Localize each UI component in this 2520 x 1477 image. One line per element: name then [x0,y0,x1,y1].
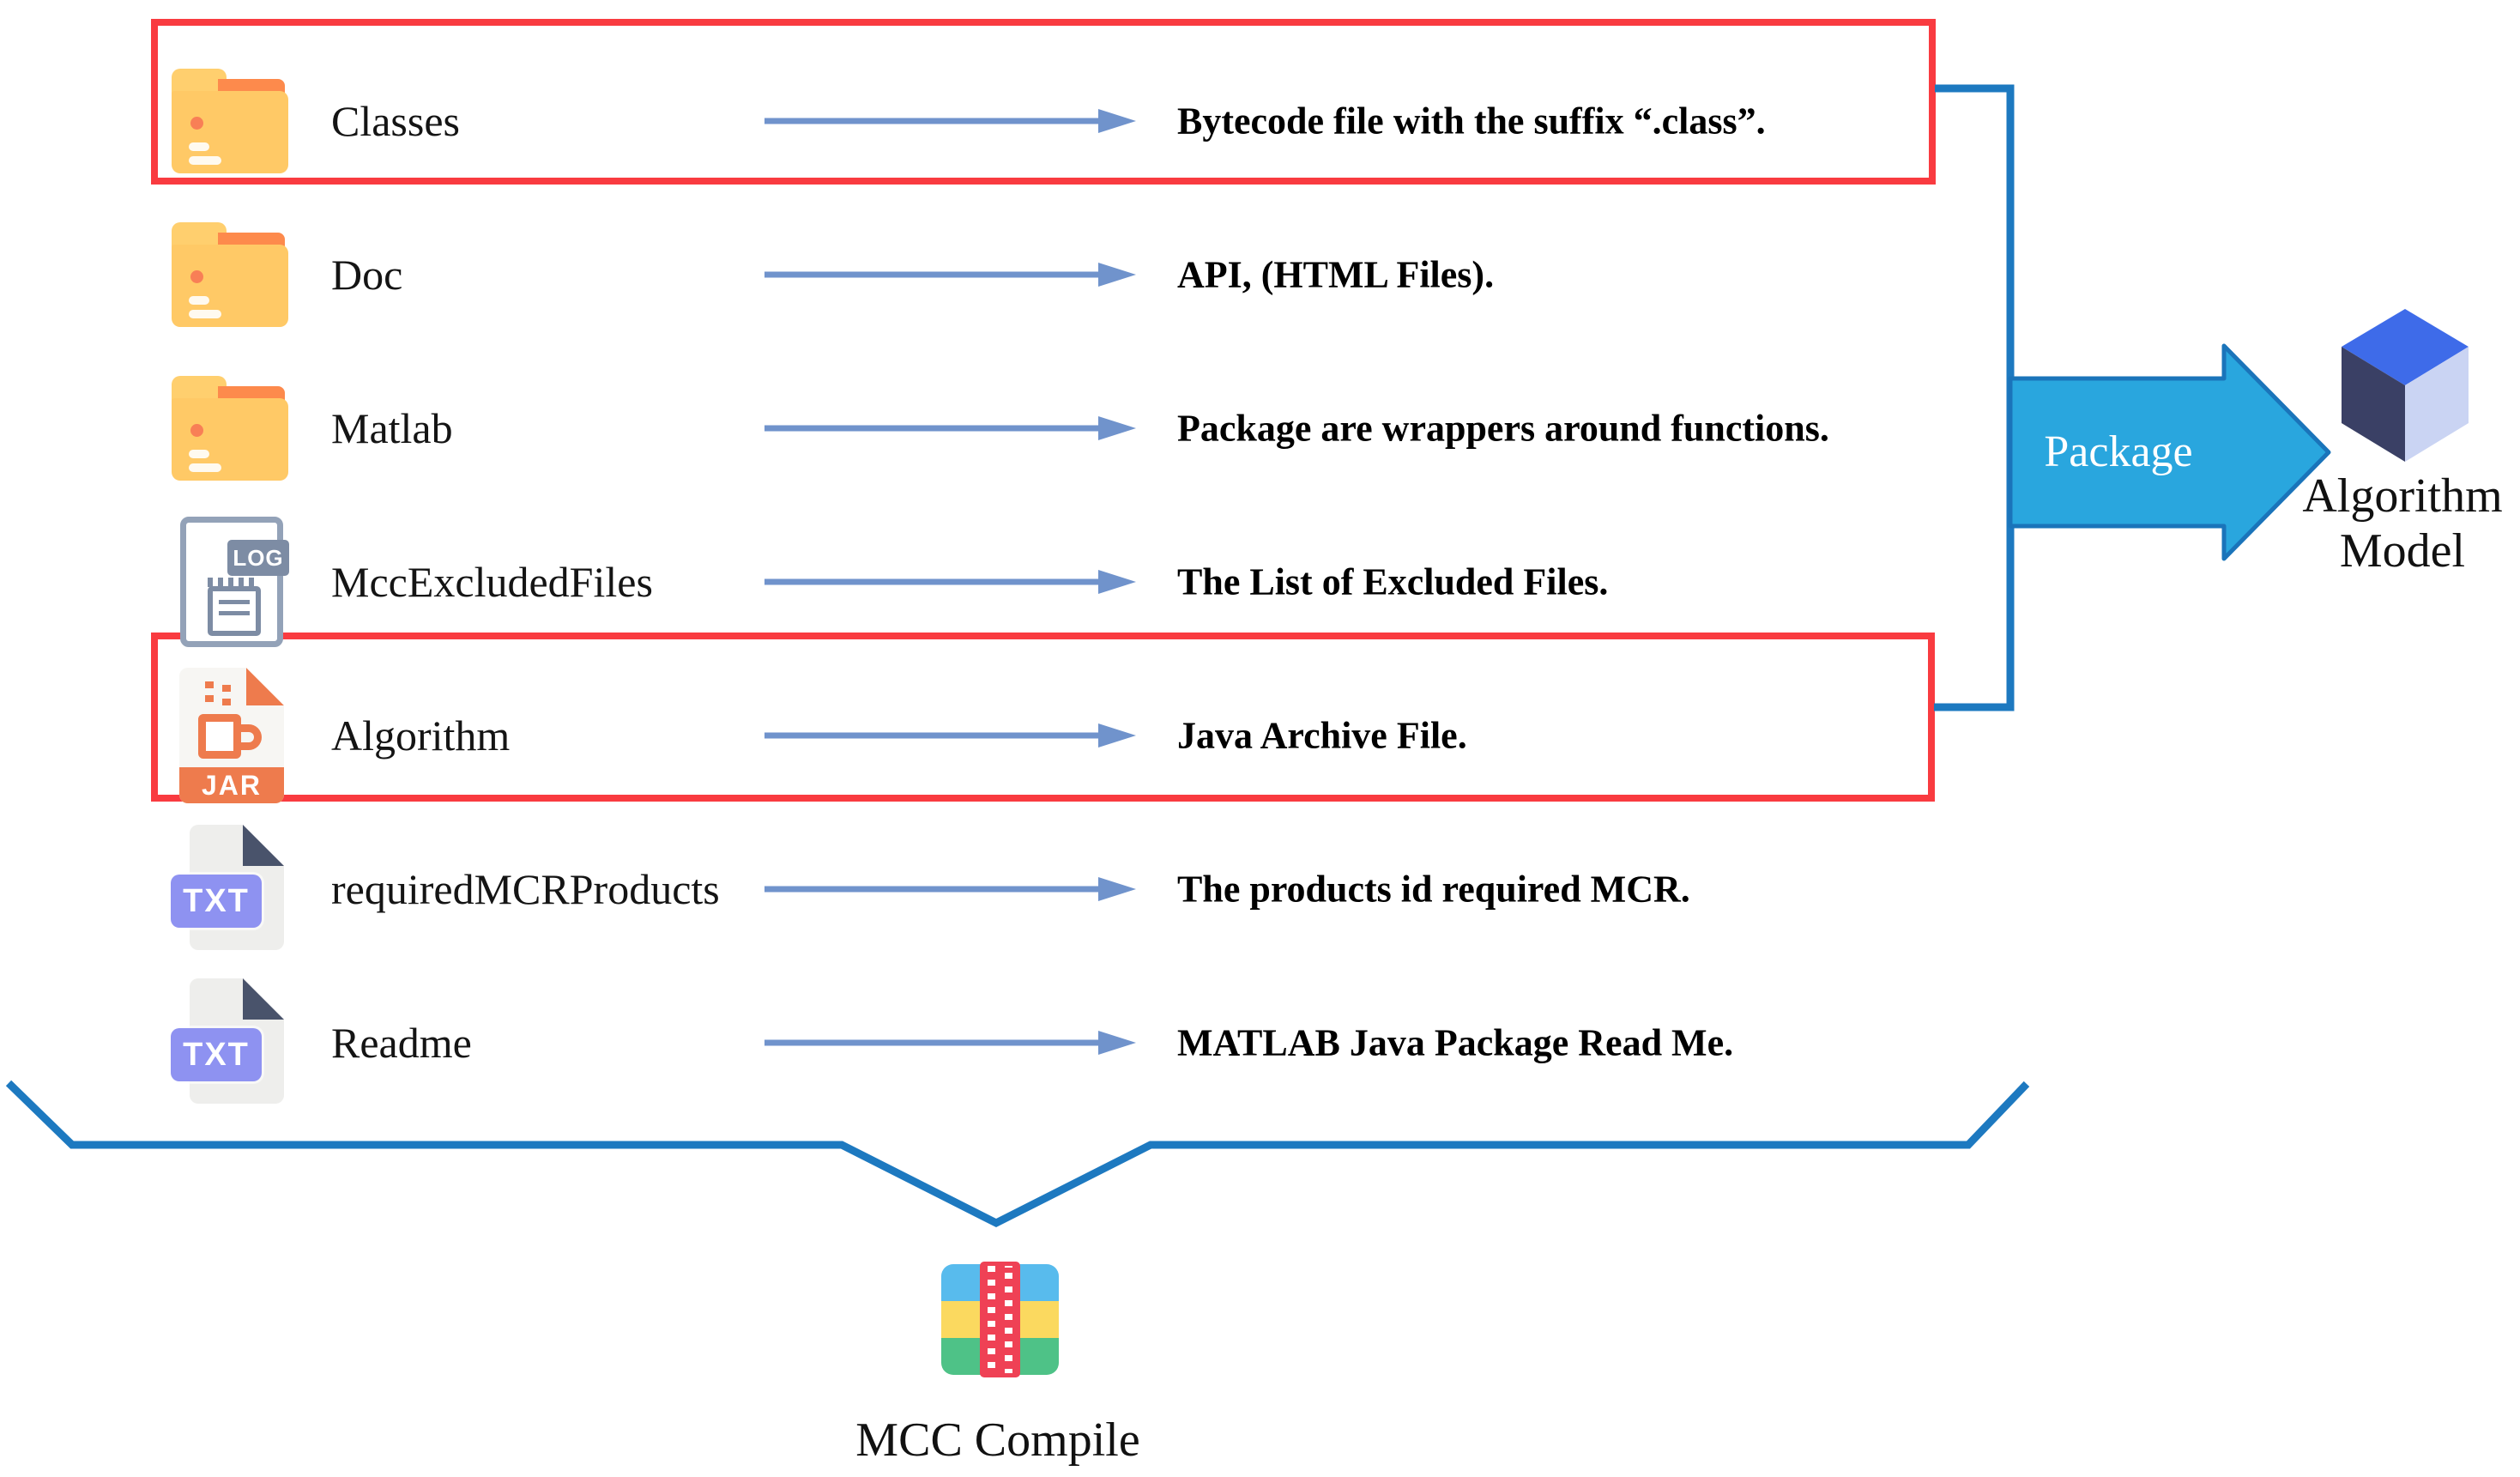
mcc-compile-label: MCC Compile [855,1413,1140,1467]
zipper-icon [980,1262,1020,1377]
file-label: Doc [331,251,403,299]
file-row: LOG MccExcludedFiles The List of Exclude… [0,505,2520,659]
file-row: Doc API, (HTML Files). [0,197,2520,352]
file-label: requiredMCRProducts [331,865,720,913]
highlight-box-algorithm [151,633,1935,802]
txt-file-icon: TXT [171,978,293,1107]
folder-icon [172,376,292,481]
file-row: Classes Bytecode file with the suffix “.… [0,44,2520,198]
file-label: Readme [331,1019,472,1067]
right-arrow-icon [764,109,1136,133]
file-description: Java Archive File. [1177,714,1467,757]
folder-icon [165,358,299,499]
file-row: TXT requiredMCRProducts The products id … [0,812,2520,966]
folder-icon [172,222,292,327]
txt-badge: TXT [171,875,262,928]
algorithm-model-line1: Algorithm [2302,469,2503,523]
right-arrow-icon [764,1031,1136,1055]
algorithm-model-label: Algorithm Model [2257,469,2520,579]
txt-icon: TXT [165,819,299,959]
file-description: Package are wrappers around functions. [1177,407,1829,450]
jar-badge: JAR [179,767,284,803]
algorithm-model-line2: Model [2339,524,2466,578]
log-icon: LOG [165,512,299,652]
file-description: The products id required MCR. [1177,868,1690,911]
file-description: API, (HTML Files). [1177,253,1495,296]
package-arrow-label: Package [2044,427,2193,476]
file-label: Matlab [331,404,453,452]
folder-icon [172,69,292,173]
jar-icon: JAR [165,665,299,806]
file-description: The List of Excluded Files. [1177,560,1609,603]
mcc-archive-icon [941,1262,1059,1377]
right-arrow-icon [764,263,1136,287]
file-label: Algorithm [331,711,511,760]
jar-file-icon: JAR [179,668,284,803]
folder-icon [165,204,299,345]
right-arrow-icon [764,570,1136,594]
file-row: TXT Readme MATLAB Java Package Read Me. [0,965,2520,1120]
file-row: Matlab Package are wrappers around funct… [0,351,2520,505]
file-row: JAR Algorithm Java Archive File. [0,658,2520,813]
log-badge: LOG [227,540,289,576]
txt-badge: TXT [171,1028,262,1081]
right-arrow-icon [764,877,1136,901]
right-arrow-icon [764,723,1136,748]
file-label: Classes [331,97,460,145]
file-description: Bytecode file with the suffix “.class”. [1177,100,1766,142]
highlight-box-classes [151,19,1936,185]
txt-file-icon: TXT [171,825,293,953]
right-arrow-icon [764,416,1136,440]
file-label: MccExcludedFiles [331,558,653,606]
file-description: MATLAB Java Package Read Me. [1177,1021,1734,1064]
txt-icon: TXT [165,972,299,1113]
folder-icon [165,51,299,191]
log-file-icon: LOG [180,517,289,647]
